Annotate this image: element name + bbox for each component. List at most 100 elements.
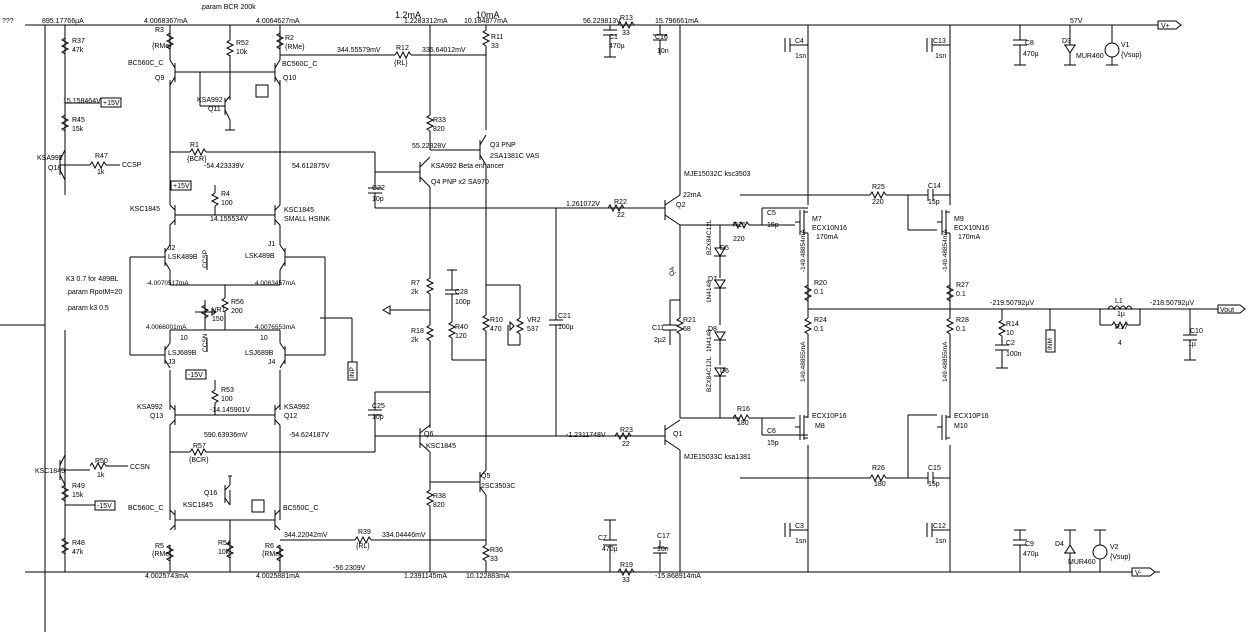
j2-type: LSK489B [168, 254, 198, 261]
r50-label: R50 [95, 458, 108, 465]
r5-label: R5 [155, 543, 164, 550]
r24-label: R24 [814, 317, 827, 324]
v1-label: V1 [1121, 42, 1130, 49]
c9-label: C9 [1025, 541, 1034, 548]
r28-value: 0.1 [956, 326, 966, 333]
bot-v-5: -15.868914mA [655, 573, 701, 580]
ccsn-rot: CCSN [202, 333, 209, 352]
m9-label: M9 [954, 216, 964, 223]
r13-label: R13 [620, 15, 633, 22]
note-k3: K3 0.7 for 489BL [66, 276, 119, 283]
c2-value: 100n [1006, 351, 1022, 358]
r56-label: R56 [231, 299, 244, 306]
q6-type: KSC1845 [426, 443, 456, 450]
param-bcr: .param BCR 200k [200, 4, 256, 11]
q8-label: KSC1845 [130, 206, 160, 213]
q1-type: MJE15033C ksa1381 [684, 454, 751, 461]
c13-value: 1sn [935, 53, 946, 60]
c17-label: C17 [657, 533, 670, 540]
tag-plus15-mid-text: +15V [173, 183, 190, 190]
header-current-1: 1.2mA [395, 10, 421, 20]
d4-type: MUR460 [1068, 559, 1096, 566]
net-j3-src: 4.0066001mA [146, 324, 187, 331]
j3-label: J3 [168, 359, 176, 366]
r18-label: R18 [411, 328, 424, 335]
r28-label: R28 [956, 317, 969, 324]
r27-label: R27 [956, 282, 969, 289]
tag-plus15-mid [170, 180, 192, 191]
c21-value: 100µ [558, 324, 574, 331]
m8-label: M8 [815, 423, 825, 430]
c11-value: 2µ2 [654, 337, 666, 344]
top-v-1: 4.0068367mA [144, 18, 188, 25]
r7-value: 2k [411, 289, 419, 296]
r49-value: 15k [72, 492, 84, 499]
r22-label: R22 [614, 199, 627, 206]
r16-value: 180 [737, 420, 749, 427]
tag-minus15-left [94, 500, 116, 511]
r33-value: 820 [433, 126, 445, 133]
rail-57v: 57V [1070, 18, 1083, 25]
r5-value: {RMe} [152, 551, 172, 558]
r15-label: R15 [733, 222, 746, 229]
tag-plus15-left-text: +15V [103, 100, 120, 107]
net-out-2: -218.50792µV [1150, 300, 1194, 307]
net-149-b: 149.48855mA [942, 341, 949, 382]
ccsn-left: CCSN [130, 464, 150, 471]
c25-value: 10p [372, 414, 384, 421]
q11-label: Q11 [208, 106, 221, 113]
vr1-label: VR1 [212, 307, 226, 314]
r48-value: 47k [72, 549, 84, 556]
r39-value: {RL} [356, 543, 370, 550]
r45-value: 15k [72, 126, 84, 133]
r25-label: R25 [872, 184, 885, 191]
j1-label: J1 [268, 241, 276, 248]
port-vplus: V+ [1157, 20, 1182, 30]
d7-type: 1N4148 [706, 280, 713, 303]
r37-label: R37 [72, 38, 85, 45]
r19-label: R19 [620, 562, 633, 569]
bot-v-1: 4.0025881mA [256, 573, 300, 580]
r47-value: 1k [97, 169, 105, 176]
note-k3b: .param k3 0.5 [66, 305, 109, 312]
tag-inm: INM [1047, 338, 1054, 350]
q17-label: KSC1845 [35, 468, 65, 475]
r20-value: 0.1 [814, 289, 824, 296]
d3-label: D3 [1062, 38, 1071, 45]
j4-label: J4 [268, 359, 276, 366]
q12-label: Q12 [284, 413, 297, 420]
driver-stage [603, 20, 808, 577]
net-1261: 1.261072V [566, 201, 600, 208]
r25-value: 220 [872, 199, 884, 206]
l1-value: 1µ [1117, 311, 1125, 318]
r13-value: 33 [622, 30, 630, 37]
bot-v-2: -56.2309V [333, 565, 366, 572]
d7-label: D7 [708, 276, 717, 283]
r21-value: 68 [683, 326, 691, 333]
r10-label: R10 [490, 317, 503, 324]
r12-label: R12 [396, 45, 409, 52]
c22-value: 10p [372, 196, 384, 203]
c11-label: C11 [652, 325, 664, 332]
r2-label: R2 [285, 35, 294, 42]
m7-type: ECX10N16 [812, 225, 847, 232]
r26-label: R26 [872, 465, 885, 472]
r7-label: R7 [411, 280, 420, 287]
tag-plus15-left [100, 97, 122, 108]
r54-label: R54 [218, 540, 231, 547]
j2-label: J2 [168, 245, 176, 252]
m10-label: M10 [954, 423, 968, 430]
c14-label: C14 [928, 183, 941, 190]
tag-minus15-mid-text: -15V [188, 372, 203, 379]
q4-type2: KSA992 Beta enhancer [431, 163, 505, 170]
q9-type: BC560C_C [128, 60, 163, 67]
r52-label: R52 [236, 40, 249, 47]
q3-type: 2SA1381C VAS [490, 153, 540, 160]
q7-label: KSC1845 [284, 207, 314, 214]
r6-label: R6 [265, 543, 274, 550]
bot-v-0: 4.0025743mA [145, 573, 189, 580]
net-m54: -54.624187V [289, 432, 329, 439]
net-170ma-a: 170mA [816, 234, 839, 241]
r17-value: 4 [1118, 340, 1122, 347]
c6-value: 15p [767, 440, 779, 447]
